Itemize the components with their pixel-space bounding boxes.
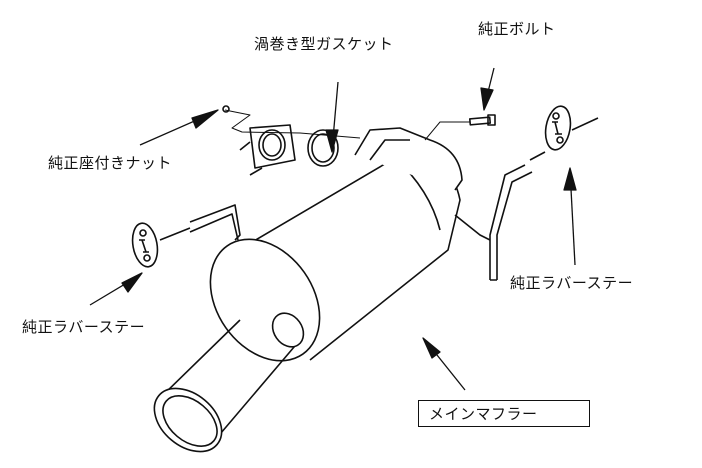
left-hanger [131,204,241,268]
label-spiral-gasket: 渦巻き型ガスケット [254,35,394,53]
main-muffler-body [209,156,461,362]
label-rubber-stay-right: 純正ラバーステー [510,274,634,292]
tail-pipe [153,312,305,453]
gasket-ring [307,129,339,167]
label-oem-bolt: 純正ボルト [478,20,556,38]
label-oem-flanged-nut: 純正座付きナット [48,154,173,172]
label-rubber-stay-left: 純正ラバーステー [22,318,146,336]
nut-part [222,105,230,113]
label-main-muffler: メインマフラー [418,400,590,427]
right-hanger [454,105,599,281]
bolt-part [424,114,496,141]
flange [239,124,296,176]
inlet-pipe [354,127,463,191]
leader-arrows [89,67,577,391]
